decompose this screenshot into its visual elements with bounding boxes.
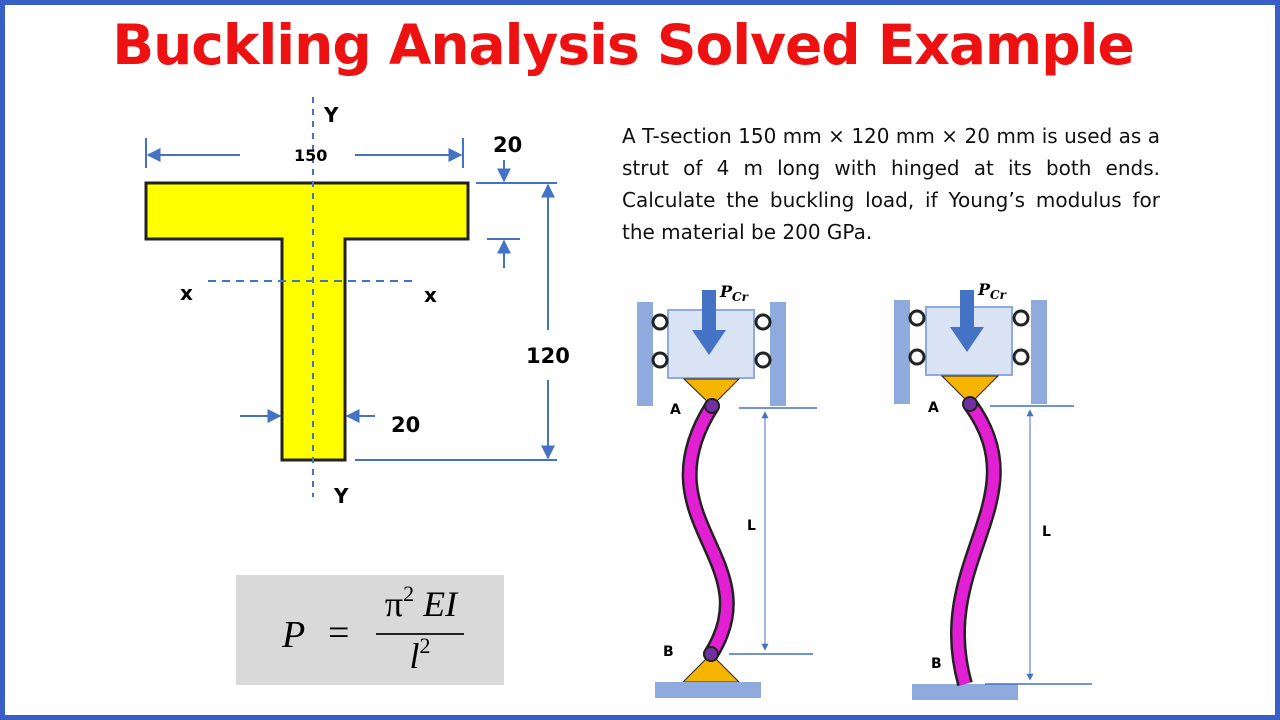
- roller: [651, 313, 669, 331]
- fraction-bar: [376, 633, 464, 635]
- load-arrow: [692, 290, 726, 355]
- label-a: A: [670, 402, 681, 418]
- roller: [908, 309, 926, 327]
- ground-base: [655, 682, 761, 698]
- formula-lhs: P: [282, 614, 306, 656]
- load-label-sub: Cr: [732, 290, 750, 304]
- load-label-main: P: [977, 280, 991, 299]
- label-b: B: [663, 644, 674, 660]
- flange-thickness-dimension: 20: [476, 133, 557, 268]
- formula-ei: EI: [423, 584, 458, 624]
- label-a: A: [928, 400, 939, 416]
- formula-l: l: [409, 636, 420, 676]
- flange-thickness-label: 20: [493, 133, 522, 157]
- length-label: L: [1042, 524, 1051, 540]
- formula-equals: =: [328, 612, 350, 654]
- slide-title: Buckling Analysis Solved Example: [112, 13, 1135, 77]
- width-label: 150: [294, 146, 327, 165]
- euler-formula: P = π2 EI l2: [236, 575, 504, 685]
- column-left: PCr A B L: [637, 282, 817, 698]
- t-section: Y Y x x 150 20 120: [144, 97, 570, 508]
- svg-text:PCr: PCr: [719, 282, 750, 304]
- formula-denominator: l2: [376, 633, 464, 677]
- t-section-shape: [144, 181, 470, 462]
- roller: [754, 351, 772, 369]
- depth-label: 120: [526, 344, 570, 368]
- roller: [1012, 348, 1030, 366]
- ground-base: [912, 684, 1018, 700]
- x-axis-label-left: x: [180, 281, 193, 305]
- load-label-main: P: [719, 282, 733, 301]
- svg-text:PCr: PCr: [977, 280, 1008, 302]
- formula-l-exp: 2: [419, 633, 431, 658]
- formula-numerator: π2 EI: [376, 581, 466, 625]
- top-support: [682, 378, 741, 407]
- load-label-sub: Cr: [990, 288, 1008, 302]
- column-right: PCr A B L: [894, 280, 1092, 700]
- pin-bottom: [703, 646, 719, 662]
- roller: [754, 313, 772, 331]
- pin-top: [704, 398, 720, 414]
- formula-pi: π: [384, 584, 404, 624]
- width-dimension: 150: [145, 138, 464, 168]
- problem-statement: A T-section 150 mm × 120 mm × 20 mm is u…: [622, 124, 1160, 244]
- roller: [908, 348, 926, 366]
- y-axis-label-bottom: Y: [333, 484, 349, 508]
- pin-top: [962, 396, 978, 412]
- left-wall-left: [637, 302, 653, 406]
- x-axis-label-right: x: [424, 283, 437, 307]
- length-label: L: [747, 518, 756, 534]
- roller: [1012, 309, 1030, 327]
- right-wall-right: [1031, 300, 1047, 404]
- depth-dimension: 120: [355, 183, 570, 461]
- label-b: B: [931, 656, 942, 672]
- y-axis-label-top: Y: [323, 103, 339, 127]
- left-wall-right: [770, 302, 786, 406]
- formula-pi-exp: 2: [403, 581, 415, 606]
- top-support: [940, 375, 1000, 405]
- web-thickness-dimension: 20: [240, 409, 420, 437]
- roller: [651, 351, 669, 369]
- load-arrow: [950, 290, 984, 352]
- web-thickness-label: 20: [391, 413, 420, 437]
- right-wall-left: [894, 300, 910, 404]
